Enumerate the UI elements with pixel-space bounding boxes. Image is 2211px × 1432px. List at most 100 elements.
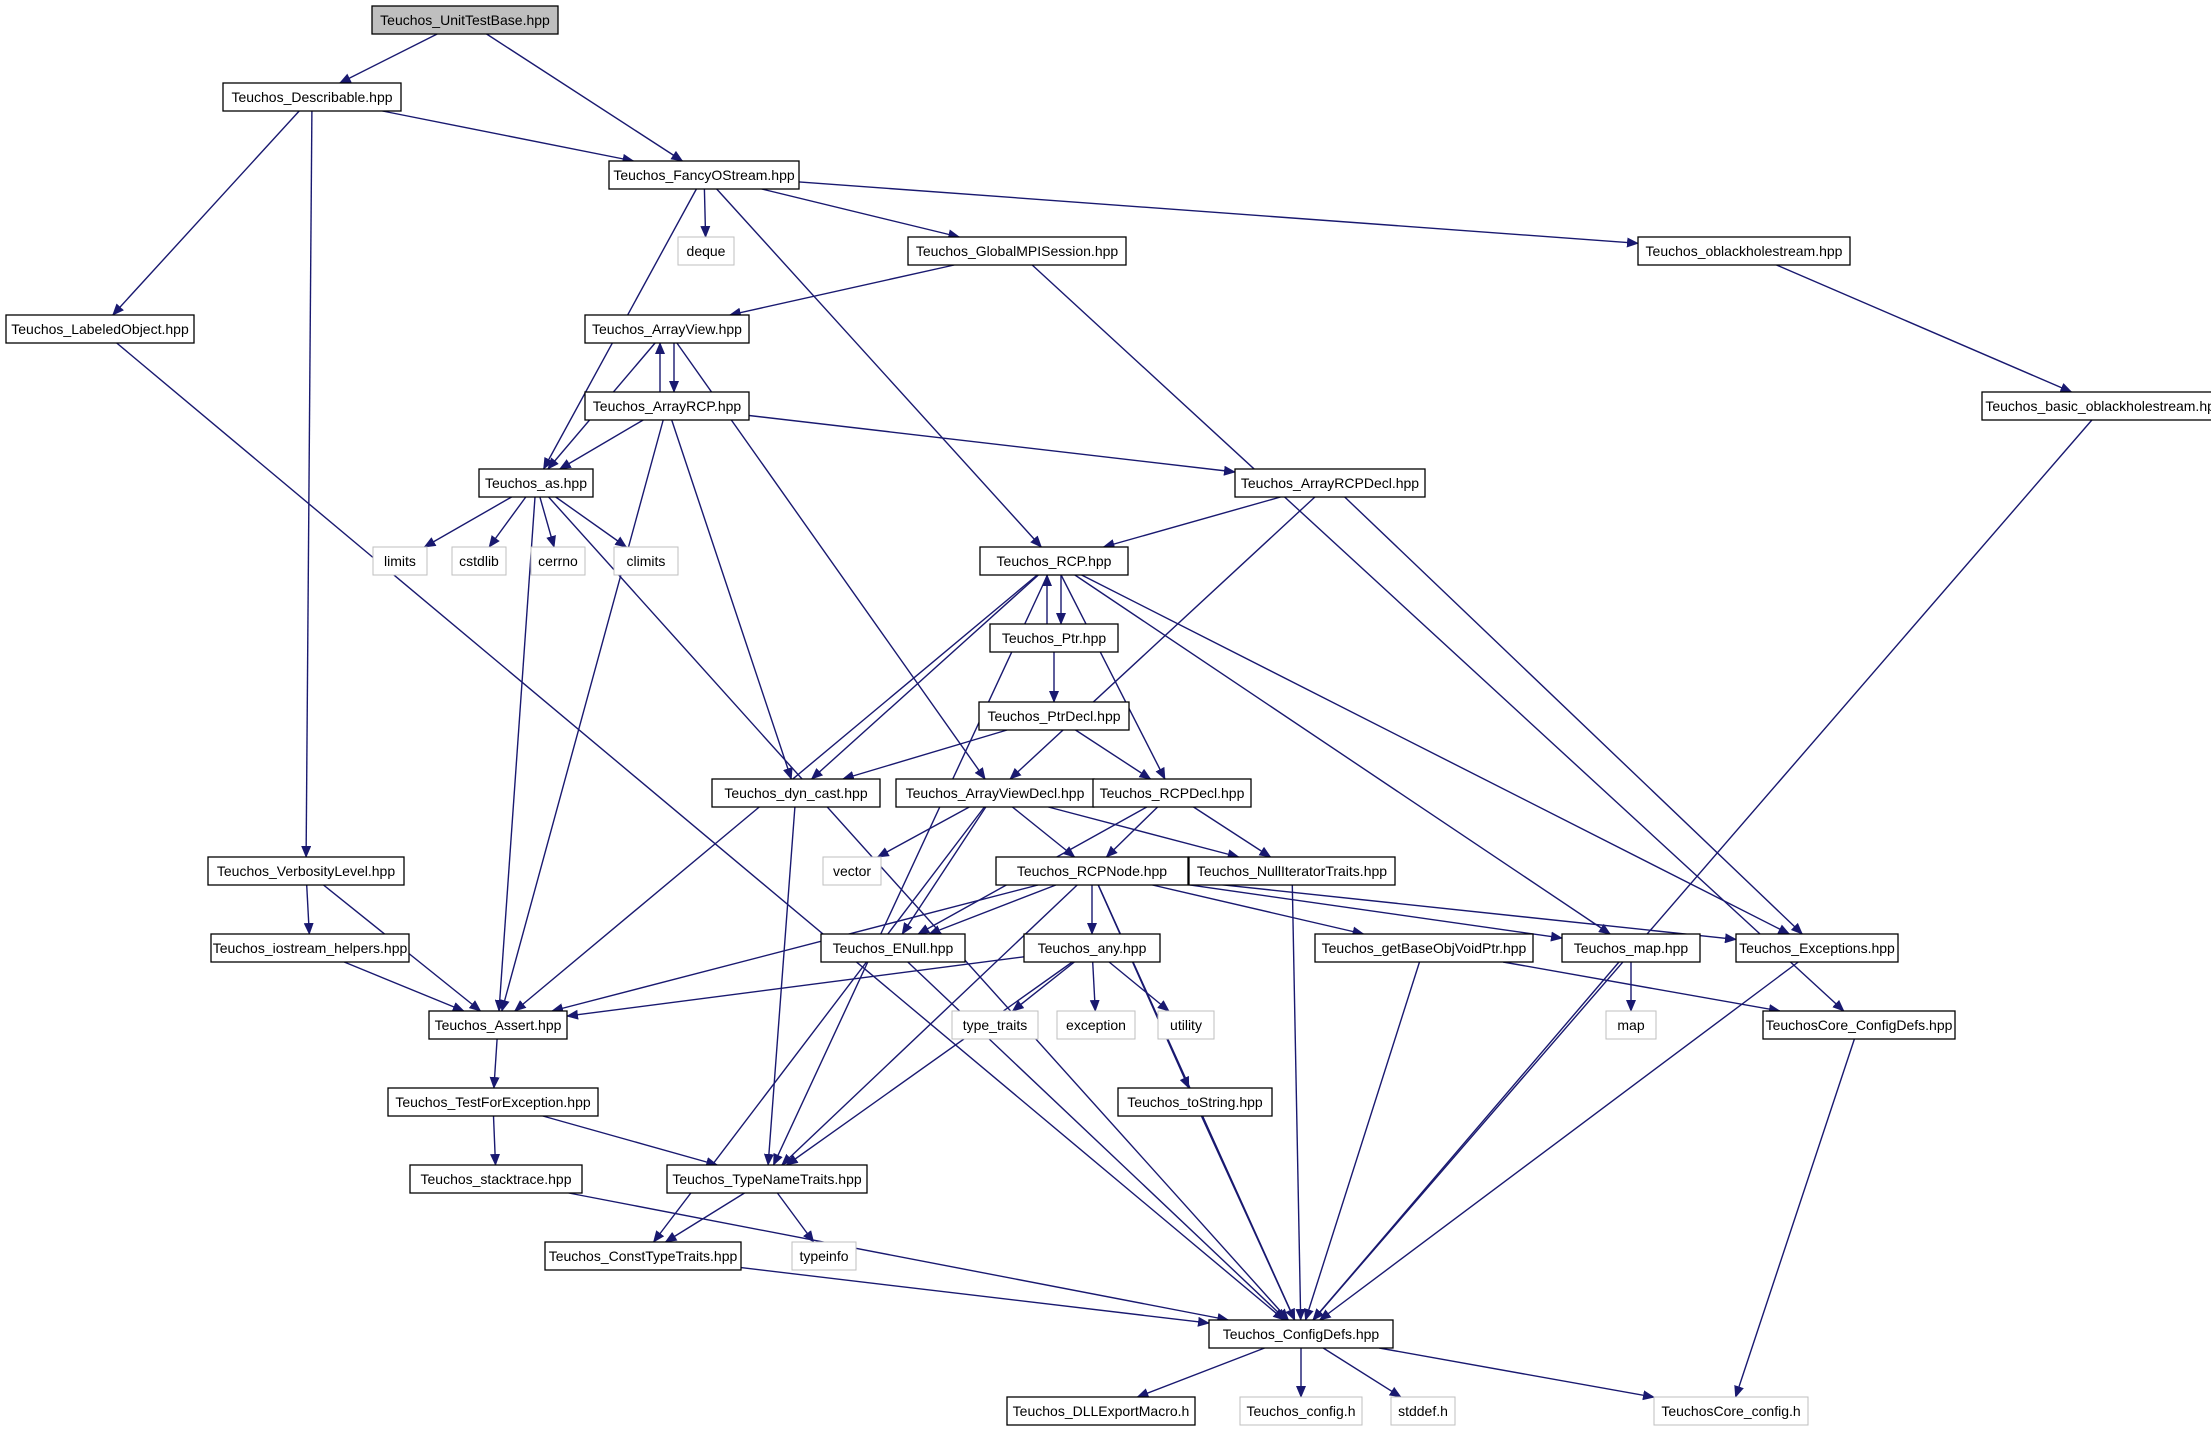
node-box-deque	[677, 236, 735, 266]
edge-arrayrcp-to-assert	[499, 419, 664, 1012]
node-label-labeledobject: Teuchos_LabeledObject.hpp	[11, 321, 189, 337]
edge-globalmpi-to-coreconfigdefs	[1031, 264, 1845, 1012]
edge-typenametraits-to-typeinfo	[776, 1192, 815, 1243]
node-box-configdefs	[1208, 1319, 1394, 1349]
edge-fancyostream-to-globalmpi	[761, 188, 961, 240]
node-box-globalmpi	[907, 236, 1127, 266]
node-typenametraits[interactable]: Teuchos_TypeNameTraits.hpp	[666, 1164, 868, 1194]
node-box-map	[1605, 1010, 1657, 1040]
node-label-config_h: Teuchos_config.h	[1247, 1403, 1356, 1419]
node-box-type_traits	[951, 1010, 1039, 1040]
node-label-stddef: stddef.h	[1398, 1403, 1448, 1419]
node-rcpnode[interactable]: Teuchos_RCPNode.hpp	[995, 856, 1189, 886]
edge-testforexception-to-typenametraits	[542, 1115, 719, 1167]
node-stacktrace[interactable]: Teuchos_stacktrace.hpp	[409, 1164, 583, 1194]
edge-arrayrcpdecl-to-arrayviewdecl	[1009, 496, 1316, 780]
node-box-unittestbase	[371, 5, 559, 35]
node-arrayrcpdecl[interactable]: Teuchos_ArrayRCPDecl.hpp	[1234, 468, 1426, 498]
node-typeinfo: typeinfo	[791, 1241, 857, 1271]
node-box-ptr	[989, 623, 1119, 653]
node-exceptions[interactable]: Teuchos_Exceptions.hpp	[1735, 933, 1899, 963]
node-deque: deque	[677, 236, 735, 266]
node-arrayview[interactable]: Teuchos_ArrayView.hpp	[584, 314, 750, 344]
node-box-dyncast	[711, 778, 881, 808]
node-box-rcp	[979, 546, 1129, 576]
node-label-consttypetraits: Teuchos_ConstTypeTraits.hpp	[549, 1248, 738, 1264]
node-arrayviewdecl[interactable]: Teuchos_ArrayViewDecl.hpp	[895, 778, 1095, 808]
node-box-ptrdecl	[978, 701, 1130, 731]
node-box-dllexport	[1006, 1396, 1196, 1426]
node-fancyostream[interactable]: Teuchos_FancyOStream.hpp	[608, 160, 800, 190]
node-label-map_hpp: Teuchos_map.hpp	[1574, 940, 1689, 956]
node-box-fancyostream	[608, 160, 800, 190]
node-box-any	[1023, 933, 1161, 963]
node-oblackhole[interactable]: Teuchos_oblackholestream.hpp	[1637, 236, 1851, 266]
node-label-tostring: Teuchos_toString.hpp	[1127, 1094, 1263, 1110]
node-enull[interactable]: Teuchos_ENull.hpp	[820, 933, 966, 963]
edge-as-to-assert	[494, 496, 536, 1012]
node-label-stacktrace: Teuchos_stacktrace.hpp	[421, 1171, 572, 1187]
node-box-config_h	[1239, 1396, 1363, 1426]
edge-coreconfigdefs-to-coreconfig_h	[1734, 1038, 1856, 1398]
node-stddef: stddef.h	[1390, 1396, 1456, 1426]
edge-nulliteratortraits-to-configdefs	[1291, 884, 1306, 1321]
node-coreconfigdefs[interactable]: TeuchosCore_ConfigDefs.hpp	[1762, 1010, 1956, 1040]
edge-arrayviewdecl-to-rcpnode	[1011, 806, 1076, 858]
node-consttypetraits[interactable]: Teuchos_ConstTypeTraits.hpp	[544, 1241, 742, 1271]
nodes-layer: Teuchos_UnitTestBase.hppTeuchos_Describa…	[5, 5, 2211, 1426]
edge-any-to-exception	[1089, 961, 1100, 1012]
node-nulliteratortraits[interactable]: Teuchos_NullIteratorTraits.hpp	[1188, 856, 1396, 886]
node-label-coreconfigdefs: TeuchosCore_ConfigDefs.hpp	[1766, 1017, 1953, 1033]
node-rcpdecl[interactable]: Teuchos_RCPDecl.hpp	[1092, 778, 1252, 808]
node-box-assert	[428, 1010, 568, 1040]
edge-rcpnode-to-assert	[551, 884, 1039, 1014]
node-map_hpp[interactable]: Teuchos_map.hpp	[1561, 933, 1701, 963]
node-testforexception[interactable]: Teuchos_TestForException.hpp	[387, 1087, 599, 1117]
node-map: map	[1605, 1010, 1657, 1040]
node-iostreamhelpers[interactable]: Teuchos_iostream_helpers.hpp	[210, 933, 410, 963]
edge-ptrdecl-to-dyncast	[841, 729, 1008, 781]
node-arrayrcp[interactable]: Teuchos_ArrayRCP.hpp	[584, 391, 750, 421]
node-rcp[interactable]: Teuchos_RCP.hpp	[979, 546, 1129, 576]
node-label-dllexport: Teuchos_DLLExportMacro.h	[1013, 1403, 1190, 1419]
node-box-coreconfig_h	[1653, 1396, 1809, 1426]
node-as[interactable]: Teuchos_as.hpp	[478, 468, 594, 498]
node-label-nulliteratortraits: Teuchos_NullIteratorTraits.hpp	[1197, 863, 1387, 879]
node-getbaseobjvoidptr[interactable]: Teuchos_getBaseObjVoidPtr.hpp	[1314, 933, 1534, 963]
edge-oblackhole-to-basicoblackhole	[1776, 264, 2073, 393]
edge-fancyostream-to-oblackhole	[798, 181, 1639, 248]
node-type_traits: type_traits	[951, 1010, 1039, 1040]
node-basicoblackhole[interactable]: Teuchos_basic_oblackholestream.hpp	[1981, 391, 2211, 421]
node-coreconfig_h: TeuchosCore_config.h	[1653, 1396, 1809, 1426]
node-globalmpi[interactable]: Teuchos_GlobalMPISession.hpp	[907, 236, 1127, 266]
node-any[interactable]: Teuchos_any.hpp	[1023, 933, 1161, 963]
node-label-verbositylevel: Teuchos_VerbosityLevel.hpp	[217, 863, 395, 879]
node-box-stddef	[1390, 1396, 1456, 1426]
node-ptrdecl[interactable]: Teuchos_PtrDecl.hpp	[978, 701, 1130, 731]
node-label-ptr: Teuchos_Ptr.hpp	[1002, 630, 1107, 646]
node-unittestbase[interactable]: Teuchos_UnitTestBase.hpp	[371, 5, 559, 35]
node-box-vector	[822, 856, 882, 886]
node-box-limits	[372, 546, 428, 576]
node-label-typenametraits: Teuchos_TypeNameTraits.hpp	[672, 1171, 862, 1187]
node-describable[interactable]: Teuchos_Describable.hpp	[222, 82, 402, 112]
node-dllexport[interactable]: Teuchos_DLLExportMacro.h	[1006, 1396, 1196, 1426]
edge-as-to-limits	[423, 496, 512, 548]
edge-any-to-assert	[566, 956, 1025, 1020]
node-box-basicoblackhole	[1981, 391, 2211, 421]
node-verbositylevel[interactable]: Teuchos_VerbosityLevel.hpp	[207, 856, 405, 886]
node-configdefs[interactable]: Teuchos_ConfigDefs.hpp	[1208, 1319, 1394, 1349]
node-box-tostring	[1117, 1087, 1273, 1117]
node-label-arrayrcpdecl: Teuchos_ArrayRCPDecl.hpp	[1241, 475, 1419, 491]
node-dyncast[interactable]: Teuchos_dyn_cast.hpp	[711, 778, 881, 808]
edge-configdefs-to-stddef	[1322, 1347, 1402, 1398]
node-label-typeinfo: typeinfo	[799, 1248, 848, 1264]
node-box-rcpnode	[995, 856, 1189, 886]
node-tostring[interactable]: Teuchos_toString.hpp	[1117, 1087, 1273, 1117]
node-assert[interactable]: Teuchos_Assert.hpp	[428, 1010, 568, 1040]
edge-arrayrcpdecl-to-rcp	[1102, 496, 1281, 549]
edge-map_hpp-to-configdefs	[1312, 961, 1620, 1321]
node-labeledobject[interactable]: Teuchos_LabeledObject.hpp	[5, 314, 195, 344]
node-ptr[interactable]: Teuchos_Ptr.hpp	[989, 623, 1119, 653]
